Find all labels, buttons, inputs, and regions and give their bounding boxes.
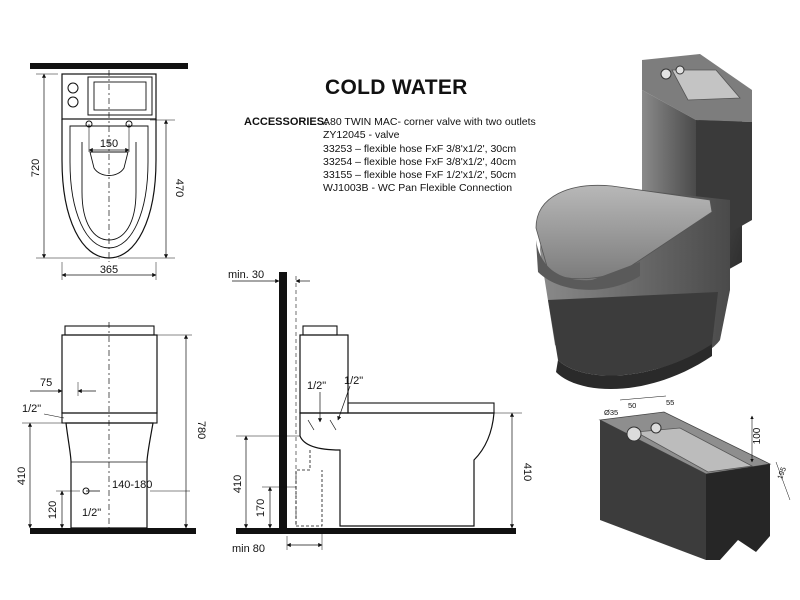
accessory-item: 33254 – flexible hose FxF 3/8'x1/2', 40c… <box>323 155 517 168</box>
accessory-item: 33155 – flexible hose FxF 1/2'x1/2', 50c… <box>323 169 517 182</box>
floor-bar <box>30 528 196 534</box>
accessory-item: WJ1003B - WC Pan Flexible Connection <box>323 182 513 195</box>
dim-wall-gap: min. 30 <box>228 269 264 281</box>
dim-tank-b: 55 <box>666 398 674 407</box>
side-seat-outline <box>347 402 495 414</box>
dim-tank-hole: Ø35 <box>604 408 618 417</box>
top-view: 150 720 470 365 <box>30 63 188 280</box>
accessories-list: A80 TWIN MAC- corner valve with two outl… <box>323 116 536 196</box>
dim-outlet-height: 170 <box>255 499 267 517</box>
side-wall <box>279 272 287 534</box>
side-tank-outline <box>299 334 349 414</box>
accessory-item: A80 TWIN MAC- corner valve with two outl… <box>323 116 536 128</box>
side-view: min. 30 1/2" 1/2" 410 170 min 80 410 <box>228 269 533 555</box>
toilet-3d-render <box>535 54 752 390</box>
top-tank-outline <box>61 73 157 120</box>
flush-button-icon <box>67 96 79 108</box>
accessory-item: 33253 – flexible hose FxF 3/8'x1/2', 30c… <box>323 142 517 155</box>
dim-front-valve: 1/2" <box>22 403 41 415</box>
dim-inlet-height: 120 <box>47 501 59 519</box>
flush-button-icon <box>67 82 79 94</box>
dim-front-height: 780 <box>195 421 207 439</box>
front-view: 75 1/2" 780 410 140-180 120 1/2" <box>16 322 207 534</box>
dim-tank-a: 50 <box>628 401 636 410</box>
dim-seat-depth: 470 <box>173 179 185 197</box>
dim-tank-c: 100 <box>752 427 763 444</box>
dim-front-seat-height: 410 <box>16 467 28 485</box>
dim-drain-range: 140-180 <box>112 479 152 491</box>
dim-side-seat-height-left: 410 <box>232 475 244 493</box>
dim-front-offset: 75 <box>40 377 52 389</box>
dim-side-valve-right: 1/2" <box>344 375 363 387</box>
dim-inlet-spacing: 150 <box>100 138 118 150</box>
tank-3d-render: Ø35 50 55 100 195 <box>598 395 791 560</box>
front-tank-outline <box>61 334 158 414</box>
page-title: COLD WATER <box>325 76 468 99</box>
dim-top-width: 365 <box>100 264 118 276</box>
dim-side-seat-height-right: 410 <box>521 463 533 481</box>
dim-tank-d: 195 <box>775 466 788 481</box>
dim-side-valve-left: 1/2" <box>307 380 326 392</box>
wall-bar <box>30 63 188 69</box>
accessories-label: ACCESSORIES: <box>244 116 328 128</box>
accessory-item: ZY12045 - valve <box>323 129 400 142</box>
dim-top-height: 720 <box>30 159 42 177</box>
side-bowl-outline <box>299 412 495 527</box>
top-bowl-outline <box>61 119 157 259</box>
dim-floor-offset: min 80 <box>232 543 265 555</box>
front-bowl-outline <box>65 422 154 529</box>
side-floor <box>236 528 516 534</box>
dim-inlet-label: 1/2" <box>82 507 101 519</box>
